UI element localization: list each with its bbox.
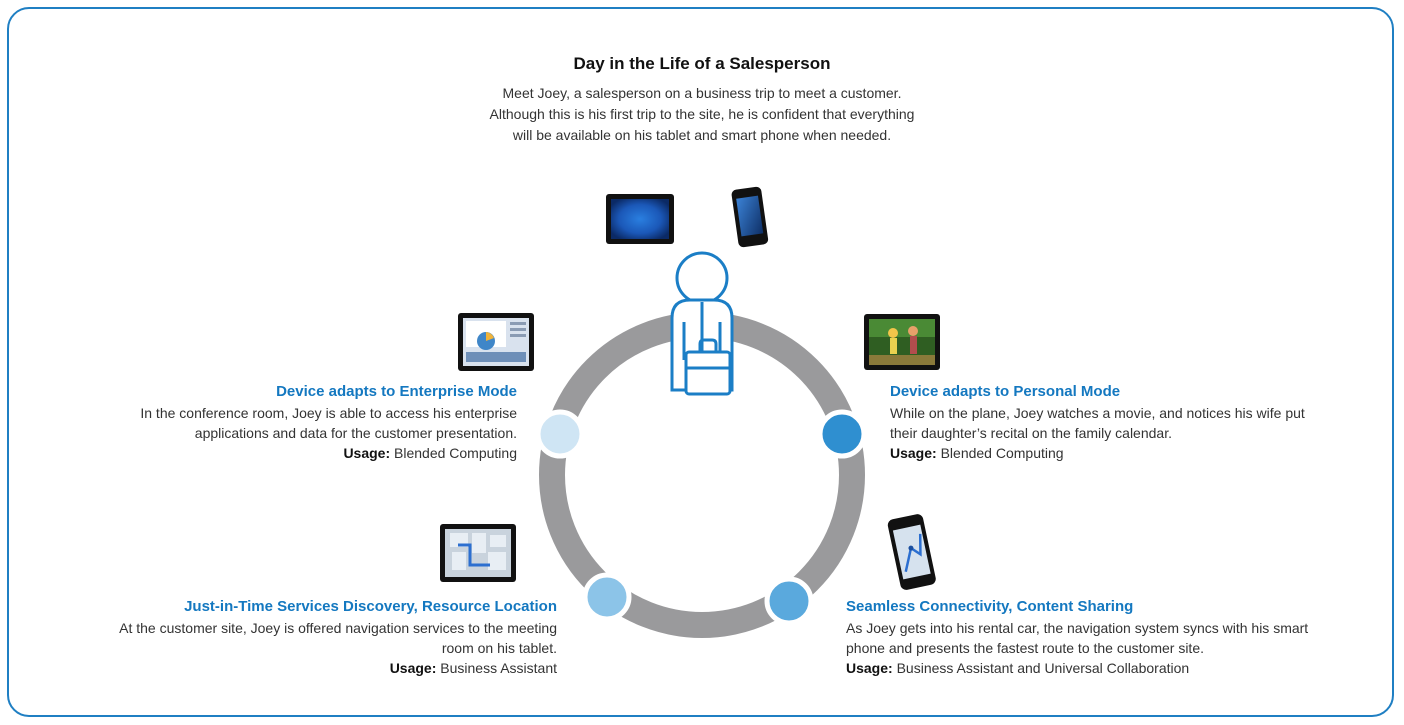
node-enterprise-mode <box>535 409 585 459</box>
intro-text: Meet Joey, a salesperson on a business t… <box>489 85 915 143</box>
smartphone-icon <box>887 514 936 590</box>
step-body: In the conference room, Joey is able to … <box>140 405 517 441</box>
tablet-icon <box>606 194 674 244</box>
node-services-discovery <box>582 572 632 622</box>
tablet-icon <box>440 524 516 582</box>
step-heading: Just-in-Time Services Discovery, Resourc… <box>184 598 557 615</box>
step-body: At the customer site, Joey is offered na… <box>119 620 557 656</box>
briefcase-icon <box>684 338 732 396</box>
usage-value: Business Assistant <box>440 660 557 676</box>
step-usage: Usage: Business Assistant and Universal … <box>846 658 1346 678</box>
step-heading: Device adapts to Personal Mode <box>890 383 1121 400</box>
step-usage: Usage: Blended Computing <box>77 443 517 463</box>
tablet-icon <box>864 314 940 370</box>
usage-value: Blended Computing <box>394 445 517 461</box>
usage-label: Usage: <box>890 445 937 461</box>
step-usage: Usage: Business Assistant <box>117 658 557 678</box>
usage-value: Blended Computing <box>940 445 1064 461</box>
step-heading: Seamless Connectivity, Content Sharing <box>846 598 1134 615</box>
step-seamless-connectivity: Seamless Connectivity, Content Sharing A… <box>846 596 1346 678</box>
step-personal-mode: Device adapts to Personal Mode While on … <box>890 381 1330 463</box>
step-body: As Joey gets into his rental car, the na… <box>846 620 1309 656</box>
step-usage: Usage: Blended Computing <box>890 443 1330 463</box>
step-enterprise-mode: Device adapts to Enterprise Mode In the … <box>77 381 517 463</box>
usage-label: Usage: <box>343 445 391 461</box>
tablet-icon <box>458 313 534 371</box>
usage-label: Usage: <box>846 660 893 676</box>
step-services-discovery: Just-in-Time Services Discovery, Resourc… <box>117 596 557 678</box>
diagram-frame <box>7 7 1394 717</box>
step-heading: Device adapts to Enterprise Mode <box>276 383 517 400</box>
smartphone-icon <box>731 186 769 248</box>
usage-label: Usage: <box>389 660 437 676</box>
node-personal-mode <box>817 409 867 459</box>
step-body: While on the plane, Joey watches a movie… <box>890 405 1305 441</box>
diagram-title: Day in the Life of a Salesperson <box>573 54 831 73</box>
usage-value: Business Assistant and Universal Collabo… <box>896 660 1190 676</box>
node-seamless-connectivity <box>764 576 814 626</box>
